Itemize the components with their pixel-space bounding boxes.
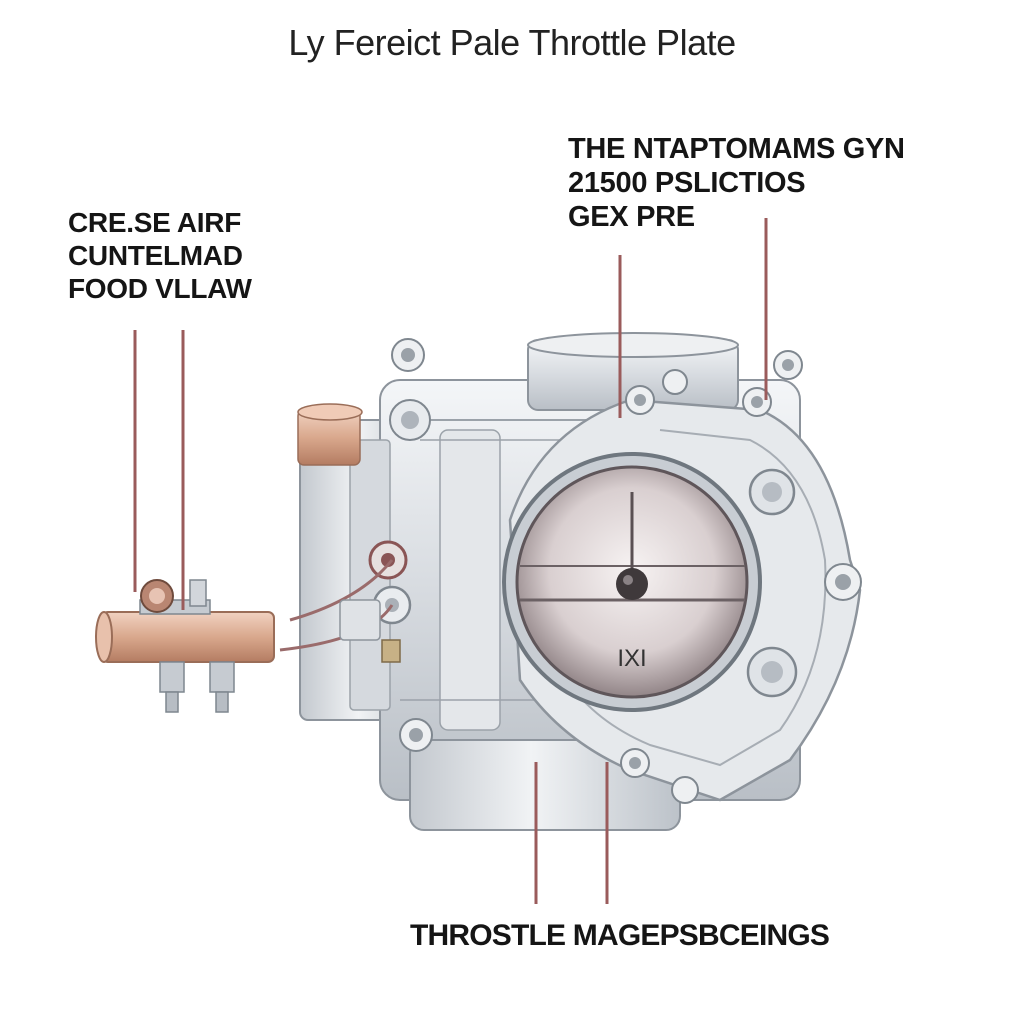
leader-lines bbox=[133, 218, 768, 904]
callout-left-line-2: CUNTELMAD bbox=[68, 240, 243, 272]
callout-left: CRE.SE AIRF CUNTELMAD FOOD VLLAW bbox=[68, 206, 252, 305]
callout-left-line-1: CRE.SE AIRF bbox=[68, 207, 242, 238]
callout-right: THE NTAPTOMAMS GYN 21500 PSLICTIOS GEX P… bbox=[568, 132, 905, 235]
callout-bottom: THROSTLE MAGEPSBCEINGS bbox=[410, 919, 830, 952]
coolant-nipple bbox=[297, 403, 363, 466]
diagram-title: Ly Fereict Pale Throttle Plate bbox=[288, 22, 736, 63]
bolt-bosses bbox=[389, 338, 862, 804]
throttle-linkage bbox=[279, 540, 412, 663]
callout-left-line-3: FOOD VLLAW bbox=[68, 273, 252, 305]
throttle-bore bbox=[502, 452, 762, 712]
callout-right-line-1: THE NTAPTOMAMS GYN bbox=[568, 133, 905, 165]
callout-right-line-3: GEX PRE bbox=[568, 201, 695, 234]
throttle-plate-marking: IXI bbox=[617, 645, 647, 672]
callout-right-line-2: 21500 PSLICTIOS bbox=[568, 167, 806, 200]
inlet-pipe bbox=[95, 579, 275, 713]
